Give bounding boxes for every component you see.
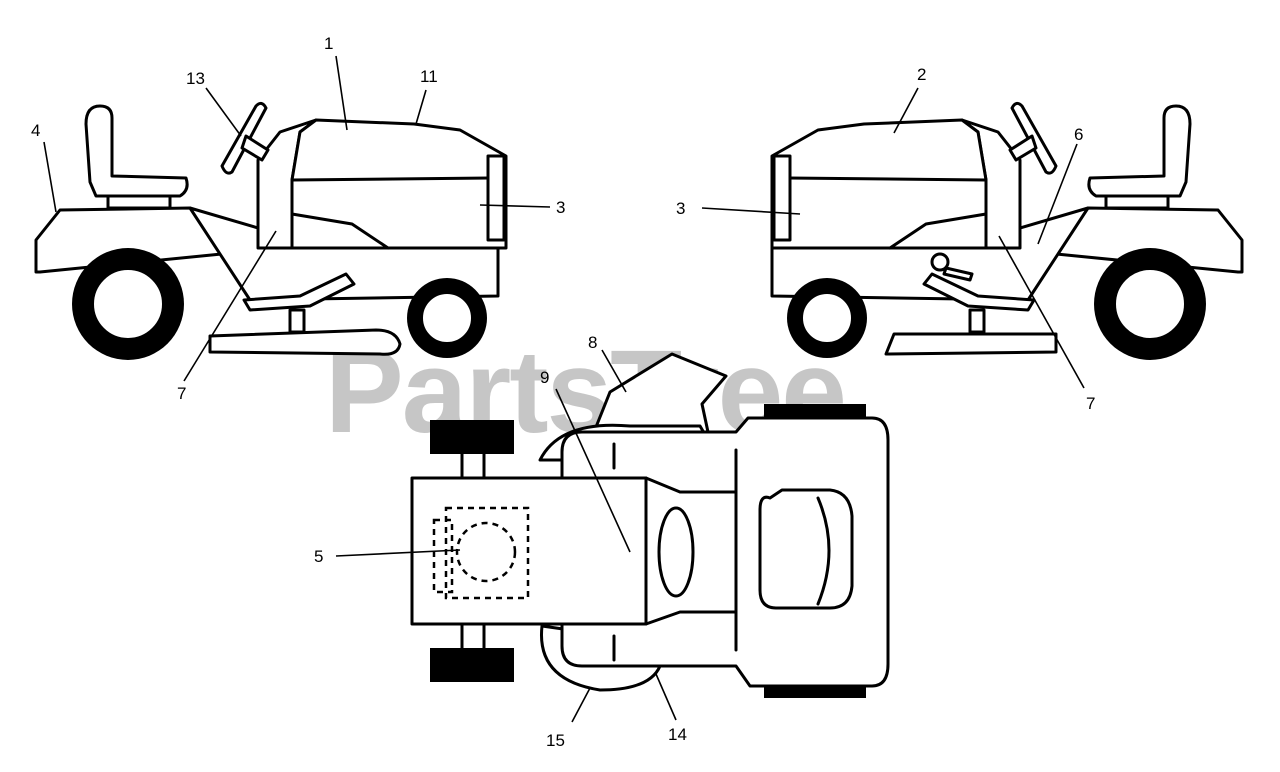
top-decal-area bbox=[444, 506, 530, 600]
callout-7-left: 7 bbox=[177, 384, 186, 403]
left-rear-hub bbox=[92, 268, 164, 340]
right-lift-lever-knob bbox=[930, 252, 950, 272]
callout-11: 11 bbox=[420, 67, 438, 86]
left-pedal bbox=[242, 272, 356, 312]
right-pedal bbox=[922, 272, 1036, 312]
left-grille bbox=[486, 154, 506, 242]
callout-8: 8 bbox=[588, 333, 597, 352]
right-seat-base bbox=[1104, 194, 1170, 210]
leader-15 bbox=[571, 687, 591, 723]
left-seat-base bbox=[106, 194, 172, 210]
right-rear-hub bbox=[1114, 268, 1186, 340]
left-front-hub bbox=[421, 292, 473, 344]
leader-7-left bbox=[183, 230, 277, 382]
top-front-axle-upper bbox=[460, 450, 486, 480]
callout-6: 6 bbox=[1074, 125, 1083, 144]
right-steering-column bbox=[1008, 134, 1038, 162]
leader-8 bbox=[601, 349, 627, 393]
right-hood-line bbox=[786, 176, 988, 182]
callout-9: 9 bbox=[540, 368, 549, 387]
top-decal-strip bbox=[432, 518, 454, 594]
callout-3-right: 3 bbox=[676, 199, 685, 218]
leader-2 bbox=[893, 87, 919, 134]
top-seat bbox=[758, 488, 854, 610]
left-side-view bbox=[34, 101, 508, 360]
callouts: 1 11 13 4 3 7 2 6 3 7 8 9 5 15 14 bbox=[31, 34, 1095, 750]
top-front-tire-lower bbox=[430, 648, 514, 682]
callout-5: 5 bbox=[314, 547, 323, 566]
callout-14: 14 bbox=[668, 725, 687, 744]
leader-13 bbox=[205, 87, 242, 137]
left-deck-hanger bbox=[288, 308, 306, 334]
leader-5 bbox=[335, 549, 461, 557]
callout-4: 4 bbox=[31, 121, 40, 140]
leader-9 bbox=[555, 388, 631, 553]
right-mower-deck bbox=[884, 332, 1058, 356]
right-grille bbox=[772, 154, 792, 242]
leader-7-right bbox=[998, 235, 1085, 389]
left-side-panel bbox=[290, 212, 390, 250]
top-front-tire-upper bbox=[430, 420, 514, 454]
callout-3-left: 3 bbox=[556, 198, 565, 217]
left-hood-line bbox=[290, 176, 492, 182]
left-hood bbox=[290, 118, 508, 250]
top-seat-back bbox=[816, 496, 831, 606]
left-steering-column bbox=[240, 134, 270, 162]
right-front-hub bbox=[801, 292, 853, 344]
right-deck-hanger bbox=[968, 308, 986, 334]
top-fuel-cap bbox=[455, 521, 517, 583]
callout-13: 13 bbox=[186, 69, 205, 88]
left-mower-deck bbox=[208, 328, 402, 356]
top-rear-bar-lower bbox=[764, 686, 866, 698]
top-steering-wheel bbox=[657, 506, 695, 598]
leader-1 bbox=[335, 55, 348, 131]
callout-2: 2 bbox=[917, 65, 926, 84]
right-hood bbox=[770, 118, 988, 250]
leader-14 bbox=[655, 673, 677, 721]
left-seat bbox=[84, 104, 189, 198]
right-side-panel bbox=[888, 212, 988, 250]
leader-6 bbox=[1037, 143, 1078, 245]
right-seat bbox=[1087, 104, 1192, 198]
leader-lines bbox=[43, 55, 1085, 723]
leader-4 bbox=[43, 141, 57, 213]
right-lift-lever bbox=[942, 266, 974, 282]
callout-15: 15 bbox=[546, 731, 565, 750]
right-side-view bbox=[770, 101, 1244, 360]
leader-3-left bbox=[479, 204, 551, 208]
leader-3-right bbox=[701, 207, 801, 215]
top-front-axle-lower bbox=[460, 622, 486, 652]
callout-7-right: 7 bbox=[1086, 394, 1095, 413]
top-rear-bar-upper bbox=[764, 404, 866, 418]
leader-11 bbox=[415, 89, 427, 125]
callout-1: 1 bbox=[324, 34, 333, 53]
